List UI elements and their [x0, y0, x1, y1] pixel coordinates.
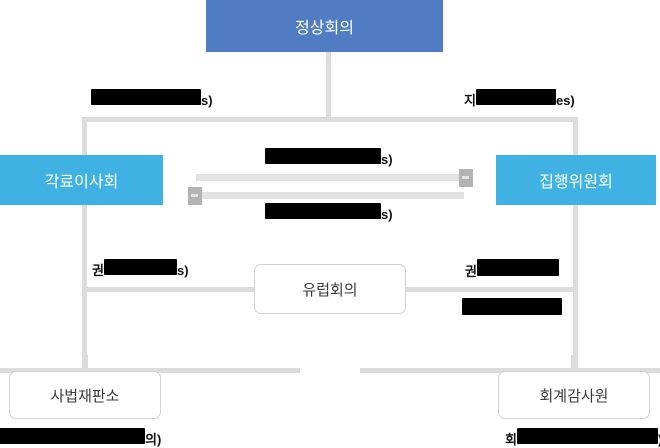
connector-parliament-right: [404, 287, 578, 292]
edge-label-mid-lower: s): [265, 203, 393, 223]
edge-label-mid-lower-suffix: s): [381, 207, 393, 222]
edge-label-top-left-redaction: [91, 89, 201, 105]
node-council[interactable]: 각료이사회: [0, 155, 163, 205]
connector-left-down-to-council: [82, 117, 87, 155]
node-court[interactable]: 사법재판소: [9, 371, 161, 419]
connector-bottom-left-horizontal: [0, 368, 300, 373]
node-audit-label: 회계감사원: [539, 387, 609, 405]
arrow-council-to-commission-shaft: [196, 174, 464, 181]
node-commission-label: 집행위원회: [539, 174, 613, 191]
edge-label-top-right-redaction: [475, 89, 556, 105]
edge-label-top-right-suffix: es): [555, 93, 575, 108]
edge-label-bottom-left: 의): [0, 428, 161, 448]
edge-label-top-right: 지 es): [464, 89, 575, 109]
edge-label-right-upper: 권: [465, 259, 559, 280]
edge-label-left-council-redaction: [103, 259, 177, 275]
connector-top-horizontal: [82, 117, 578, 122]
connector-parliament-left: [82, 287, 256, 292]
edge-label-right-lower: [462, 298, 562, 319]
edge-label-right-lower-redaction: [462, 298, 562, 315]
edge-label-bottom-right-prefix: 회: [505, 432, 517, 447]
edge-label-right-upper-redaction: [476, 259, 559, 276]
edge-label-bottom-right: 회): [505, 428, 660, 448]
node-parliament-label: 유럽회의: [302, 281, 358, 299]
arrow-council-to-commission-notch: [462, 176, 469, 179]
edge-label-bottom-left-redaction: [0, 428, 145, 444]
edge-label-left-council: 권 s): [92, 259, 189, 279]
edge-label-top-left: s): [91, 89, 213, 109]
edge-label-top-right-prefix: 지: [464, 93, 476, 108]
node-court-label: 사법재판소: [50, 387, 120, 405]
arrow-commission-to-council-notch: [191, 194, 198, 197]
edge-label-right-upper-prefix: 권: [465, 264, 477, 279]
edge-label-bottom-right-redaction: [516, 428, 658, 444]
edge-label-mid-upper: s): [265, 148, 393, 168]
edge-label-bottom-left-suffix: 의): [145, 432, 162, 447]
node-audit[interactable]: 회계감사원: [498, 371, 650, 419]
edge-label-mid-upper-suffix: s): [381, 152, 393, 167]
connector-summit-down: [326, 52, 331, 119]
connector-court-stub: [83, 355, 88, 373]
node-summit-label: 정상회의: [295, 20, 354, 37]
edge-label-left-council-suffix: s): [176, 263, 189, 278]
node-summit[interactable]: 정상회의: [206, 0, 443, 52]
node-parliament[interactable]: 유럽회의: [254, 264, 406, 314]
edge-label-mid-lower-redaction: [265, 203, 381, 219]
node-council-label: 각료이사회: [44, 174, 119, 191]
edge-label-left-council-prefix: 권: [92, 263, 104, 278]
edge-label-mid-upper-redaction: [265, 148, 381, 164]
connector-right-down-to-commission: [573, 117, 578, 155]
node-commission[interactable]: 집행위원회: [496, 155, 656, 205]
connector-audit-stub: [571, 355, 576, 373]
edge-label-top-left-suffix: s): [201, 93, 213, 108]
connector-bottom-right-horizontal: [360, 368, 660, 373]
edge-label-bottom-right-suffix: ): [658, 432, 660, 447]
arrow-commission-to-council-shaft: [196, 192, 464, 199]
